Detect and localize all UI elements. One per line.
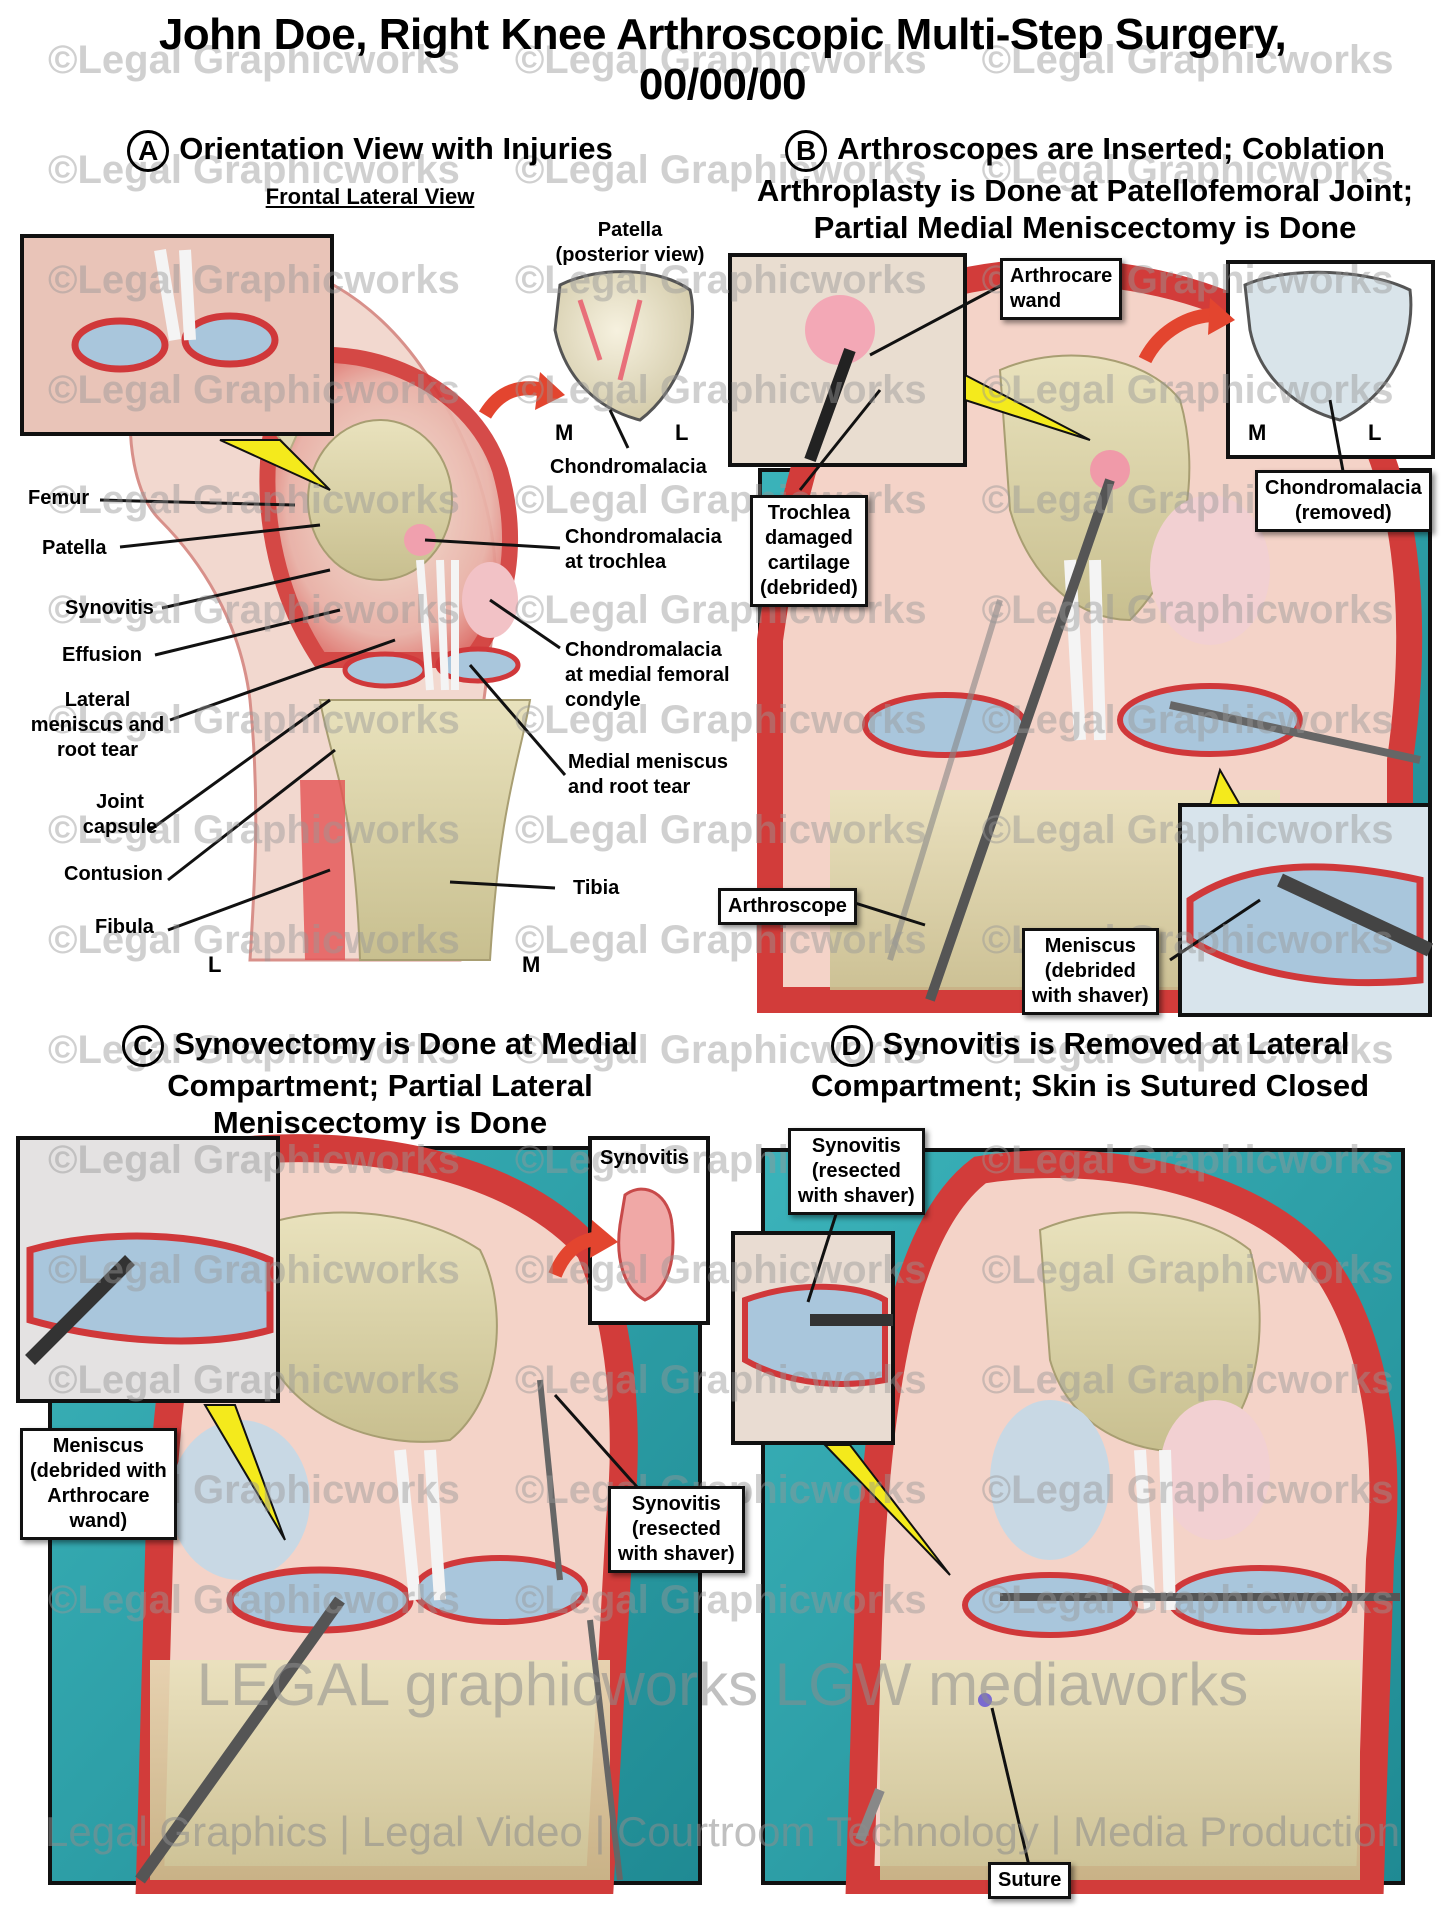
label-medial-meniscus: Medial meniscus and root tear: [568, 751, 729, 798]
panel-a-letter: A: [127, 130, 170, 172]
label-chondromalacia-removed: Chondromalacia (removed): [1255, 470, 1432, 532]
panel-b-letter: B: [785, 130, 828, 172]
panel-c-leader-lines: [553, 1394, 639, 1488]
label-l: L: [675, 420, 689, 445]
panel-c-illustration: [16, 1134, 710, 1894]
panel-a-heading-text: Orientation View with Injuries: [179, 131, 613, 167]
label-suture: Suture: [988, 1862, 1072, 1899]
label-chondromalacia-trochlea: Chondromalacia at trochlea: [565, 526, 722, 573]
label-trochlea-debrided: Trochlea damaged cartilage (debrided): [750, 495, 868, 607]
page-title: John Doe, Right Knee Arthroscopic Multi-…: [0, 10, 1445, 110]
panel-a-illustration: [20, 234, 695, 962]
panel-d-letter: D: [830, 1025, 873, 1067]
label-arthrocare-wand: Arthrocare wand: [1000, 258, 1123, 320]
label-bottom-l: L: [208, 952, 222, 977]
label-b-l: L: [1368, 420, 1382, 445]
panel-d-leader-lines: [806, 1207, 1032, 1871]
label-synovitis-inset: Synovitis: [600, 1147, 689, 1169]
label-b-m: M: [1248, 420, 1267, 445]
label-patella-posterior: Patella (posterior view): [555, 219, 705, 266]
title-line-1: John Doe, Right Knee Arthroscopic Multi-…: [158, 10, 1287, 59]
label-lateral-meniscus: Lateral meniscus and root tear: [30, 689, 165, 761]
label-tibia: Tibia: [573, 877, 620, 899]
panel-b-illustration: [728, 253, 1435, 1017]
panel-c-letter: C: [122, 1025, 165, 1067]
label-chondromalacia-mfc: Chondromalacia at medial femoral condyle: [565, 639, 730, 711]
footer-tagline: Legal Graphics | Legal Video | Courtroom…: [45, 1808, 1400, 1855]
label-synovitis-resected-c: Synovitis (resected with shaver): [608, 1486, 745, 1573]
label-effusion: Effusion: [62, 644, 142, 666]
label-contusion: Contusion: [64, 863, 163, 885]
title-line-2: 00/00/00: [638, 60, 807, 109]
panel-d-illustration: [731, 1148, 1405, 1894]
label-bottom-m: M: [522, 952, 541, 977]
label-m: M: [555, 420, 574, 445]
footer-brand: LEGAL graphicworks LGW mediaworks: [196, 1651, 1249, 1718]
label-arthroscope: Arthroscope: [718, 888, 857, 925]
panel-b-leader-lines: [798, 283, 1003, 927]
label-meniscus-shaver: Meniscus (debrided with shaver): [1022, 928, 1159, 1015]
panel-a-subheading: Frontal Lateral View: [265, 184, 475, 209]
label-chondromalacia: Chondromalacia: [550, 456, 707, 478]
label-meniscus-arthrocare: Meniscus (debrided with Arthrocare wand): [20, 1428, 177, 1540]
label-joint-capsule: Joint capsule: [82, 791, 158, 838]
label-fibula: Fibula: [95, 916, 154, 938]
label-synovitis: Synovitis: [65, 597, 154, 619]
label-synovitis-resected-d: Synovitis (resected with shaver): [788, 1128, 925, 1215]
label-patella: Patella: [42, 537, 107, 559]
label-femur: Femur: [28, 487, 90, 509]
panel-a-leader-lines: [99, 498, 567, 932]
